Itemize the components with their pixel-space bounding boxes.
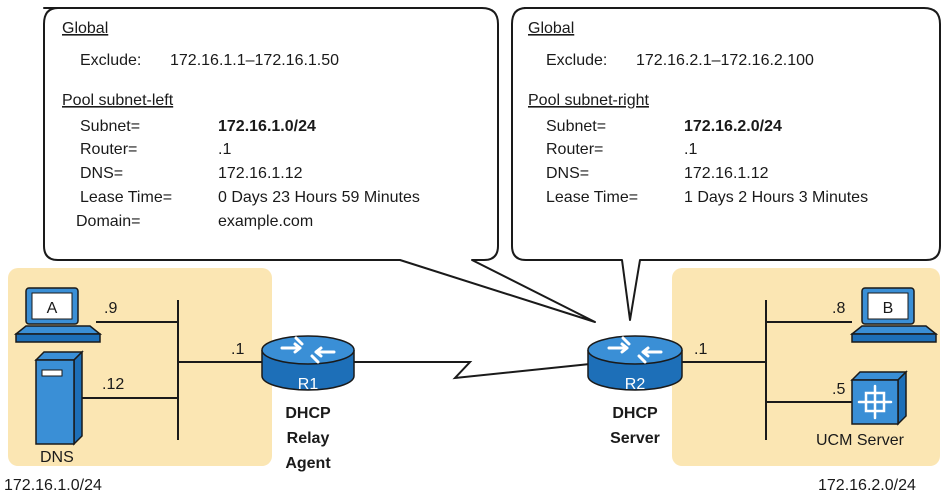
right-subnet-value: 172.16.2.0/24 — [684, 118, 782, 135]
left-domain-value: example.com — [218, 213, 313, 230]
pc-a-icon — [13, 287, 103, 343]
left-subnet-value: 172.16.1.0/24 — [218, 118, 316, 135]
r2-lan-host: .1 — [694, 341, 707, 358]
left-global-heading: Global — [62, 20, 108, 37]
pc-b-icon — [849, 287, 939, 343]
left-dns-value: 172.16.1.12 — [218, 165, 303, 182]
r2-name: R2 — [625, 376, 646, 393]
left-dns-label: DNS= — [80, 165, 123, 182]
wan-serial-link — [354, 361, 591, 380]
right-router-value: .1 — [684, 141, 697, 158]
right-exclude-value: 172.16.2.1–172.16.2.100 — [636, 52, 814, 69]
right-dns-value: 172.16.1.12 — [684, 165, 769, 182]
right-router-label: Router= — [546, 141, 603, 158]
r2-role-line-1: DHCP — [612, 405, 658, 422]
dns-server-host: .12 — [102, 376, 124, 393]
right-lease-value: 1 Days 2 Hours 3 Minutes — [684, 189, 868, 206]
left-callout — [43, 7, 596, 323]
router-r1-icon — [261, 335, 355, 391]
ucm-server-label: UCM Server — [816, 432, 905, 449]
right-dns-label: DNS= — [546, 165, 589, 182]
pc-a-host: .9 — [104, 300, 117, 317]
right-global-heading: Global — [528, 20, 574, 37]
left-router-value: .1 — [218, 141, 231, 158]
ucm-server-host: .5 — [832, 381, 845, 398]
right-exclude-label: Exclude: — [546, 52, 607, 69]
left-subnet-label: 172.16.1.0/24 — [4, 477, 102, 494]
left-lease-value: 0 Days 23 Hours 59 Minutes — [218, 189, 420, 206]
r1-name: R1 — [298, 376, 319, 393]
left-exclude-value: 172.16.1.1–172.16.1.50 — [170, 52, 339, 69]
pc-b-label: B — [883, 300, 894, 317]
dns-server-label: DNS — [40, 449, 74, 466]
right-callout — [511, 7, 941, 321]
r2-role-line-2: Server — [610, 430, 660, 447]
left-lease-label: Lease Time= — [80, 189, 172, 206]
ucm-server-icon — [850, 370, 908, 426]
left-domain-label: Domain= — [76, 213, 140, 230]
dns-server-icon — [34, 350, 84, 446]
pc-a-label: A — [47, 300, 58, 317]
r1-lan-host: .1 — [231, 341, 244, 358]
r1-role-line-2: Relay — [287, 430, 330, 447]
left-subnet-label: Subnet= — [80, 118, 140, 135]
router-r2-icon — [587, 335, 683, 391]
r1-role-line-1: DHCP — [285, 405, 331, 422]
right-subnet-label: Subnet= — [546, 118, 606, 135]
right-lease-label: Lease Time= — [546, 189, 638, 206]
right-pool-heading: Pool subnet-right — [528, 92, 650, 109]
r1-role-line-3: Agent — [285, 455, 331, 472]
left-exclude-label: Exclude: — [80, 52, 141, 69]
left-pool-heading: Pool subnet-left — [62, 92, 174, 109]
right-subnet-label: 172.16.2.0/24 — [818, 477, 916, 494]
pc-b-host: .8 — [832, 300, 845, 317]
left-router-label: Router= — [80, 141, 137, 158]
